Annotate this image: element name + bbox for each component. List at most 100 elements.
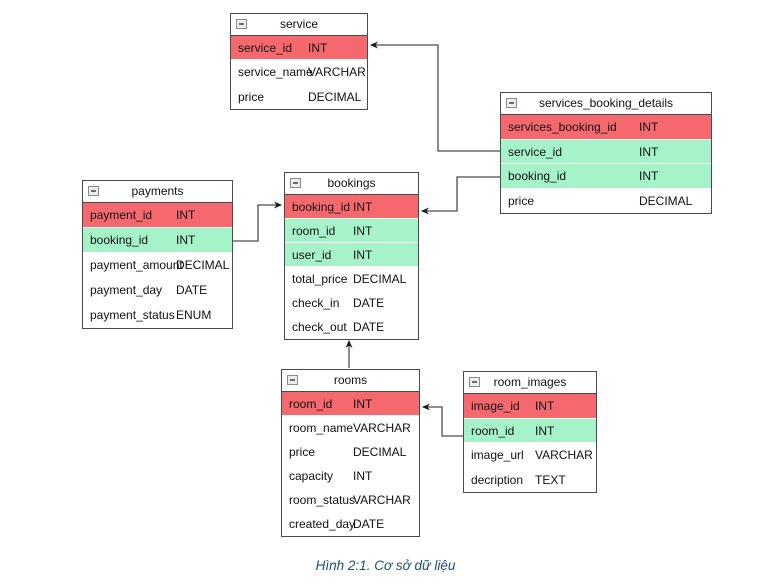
table-header: service — [231, 14, 367, 36]
field-type: VARCHAR — [353, 421, 411, 435]
table-bookings: bookings booking_id INT room_id INT user… — [284, 172, 419, 340]
table-row: price DECIMAL — [231, 84, 367, 109]
collapse-icon — [506, 98, 517, 108]
table-row: decription TEXT — [464, 467, 596, 492]
field-type: INT — [535, 399, 555, 413]
field-type: DECIMAL — [176, 258, 230, 272]
table-title: rooms — [333, 373, 368, 387]
table-row: room_name VARCHAR — [282, 416, 419, 440]
field-type: INT — [308, 41, 328, 55]
field-type: INT — [639, 120, 659, 134]
table-header: rooms — [282, 370, 419, 392]
table-row: created_day DATE — [282, 512, 419, 536]
table-rooms: rooms room_id INT room_name VARCHAR pric… — [281, 369, 420, 537]
field-name: user_id — [292, 248, 332, 262]
table-title: bookings — [327, 176, 376, 190]
field-name: capacity — [289, 469, 334, 483]
table-row: price DECIMAL — [282, 440, 419, 464]
table-header: room_images — [464, 372, 596, 394]
table-row: booking_id INT — [501, 164, 711, 189]
field-name: image_url — [471, 448, 524, 462]
figure-caption: Hình 2:1. Cơ sở dữ liệu — [315, 558, 456, 573]
table-row: total_price DECIMAL — [285, 267, 418, 291]
field-name: image_id — [471, 399, 520, 413]
field-type: DATE — [353, 320, 385, 334]
table-row: service_id INT — [231, 36, 367, 61]
field-type: INT — [353, 200, 373, 214]
table-row: image_id INT — [464, 394, 596, 419]
field-name: total_price — [292, 272, 348, 286]
connector-sbd-service — [370, 41, 500, 152]
field-name: price — [508, 193, 535, 208]
table-service: service service_id INT service_name VARC… — [230, 13, 368, 110]
table-row: room_id INT — [285, 219, 418, 243]
field-type: DECIMAL — [353, 445, 407, 459]
field-name: booking_id — [292, 200, 351, 214]
table-row: payment_amount DECIMAL — [83, 253, 232, 278]
field-name: payment_amount — [90, 258, 183, 272]
field-type: DATE — [353, 517, 385, 531]
collapse-icon — [287, 375, 298, 385]
field-type: INT — [176, 233, 196, 247]
table-row: image_url VARCHAR — [464, 443, 596, 468]
field-name: room_id — [471, 423, 515, 438]
field-name: room_id — [292, 224, 336, 238]
field-type: INT — [353, 397, 373, 411]
field-name: room_status — [289, 493, 356, 507]
field-name: room_id — [289, 397, 333, 411]
table-row: service_name VARCHAR — [231, 60, 367, 85]
field-name: price — [238, 89, 265, 104]
field-type: INT — [353, 224, 373, 238]
table-payments: payments payment_id INT booking_id INT p… — [82, 180, 233, 329]
collapse-icon — [290, 178, 301, 188]
field-type: DECIMAL — [308, 89, 362, 104]
table-header: services_booking_details — [501, 93, 711, 115]
field-type: DECIMAL — [353, 272, 407, 286]
table-title: room_images — [493, 375, 567, 389]
field-type: INT — [353, 248, 373, 262]
table-header: bookings — [285, 173, 418, 195]
connector-roomimages-rooms — [422, 403, 463, 437]
table-row: payment_day DATE — [83, 278, 232, 303]
field-name: room_name — [289, 421, 354, 435]
field-name: check_in — [292, 296, 340, 310]
table-row: room_status VARCHAR — [282, 488, 419, 512]
table-row: payment_status ENUM — [83, 303, 232, 328]
table-row: check_in DATE — [285, 291, 418, 315]
table-title: services_booking_details — [538, 96, 674, 110]
field-type: INT — [639, 144, 659, 159]
connector-payments-bookings — [233, 201, 282, 242]
table-row: booking_id INT — [83, 228, 232, 253]
table-services-booking-details: services_booking_details services_bookin… — [500, 92, 712, 214]
field-name: service_id — [238, 41, 293, 55]
field-type: VARCHAR — [535, 448, 593, 462]
table-row: check_out DATE — [285, 315, 418, 339]
field-type: DECIMAL — [639, 193, 693, 208]
field-type: DATE — [353, 296, 385, 310]
field-name: payment_id — [90, 208, 153, 222]
table-row: room_id INT — [464, 418, 596, 443]
field-type: INT — [176, 208, 196, 222]
table-row: capacity INT — [282, 464, 419, 488]
field-name: payment_status — [90, 308, 175, 322]
table-room-images: room_images image_id INT room_id INT ima… — [463, 371, 597, 493]
table-title: payments — [131, 184, 184, 198]
table-row: payment_id INT — [83, 203, 232, 228]
collapse-icon — [469, 377, 480, 387]
field-name: booking_id — [508, 169, 567, 183]
table-row: room_id INT — [282, 392, 419, 416]
field-type: INT — [535, 423, 555, 438]
table-header: payments — [83, 181, 232, 203]
table-title: service — [279, 17, 318, 31]
field-name: services_booking_id — [508, 120, 617, 134]
field-name: decription — [471, 472, 524, 487]
field-type: DATE — [176, 283, 208, 297]
field-name: created_day — [289, 517, 356, 531]
field-name: check_out — [292, 320, 347, 334]
field-type: INT — [639, 169, 659, 183]
table-row: price DECIMAL — [501, 188, 711, 213]
table-row: user_id INT — [285, 243, 418, 267]
field-name: price — [289, 445, 316, 459]
field-type: ENUM — [176, 308, 212, 322]
